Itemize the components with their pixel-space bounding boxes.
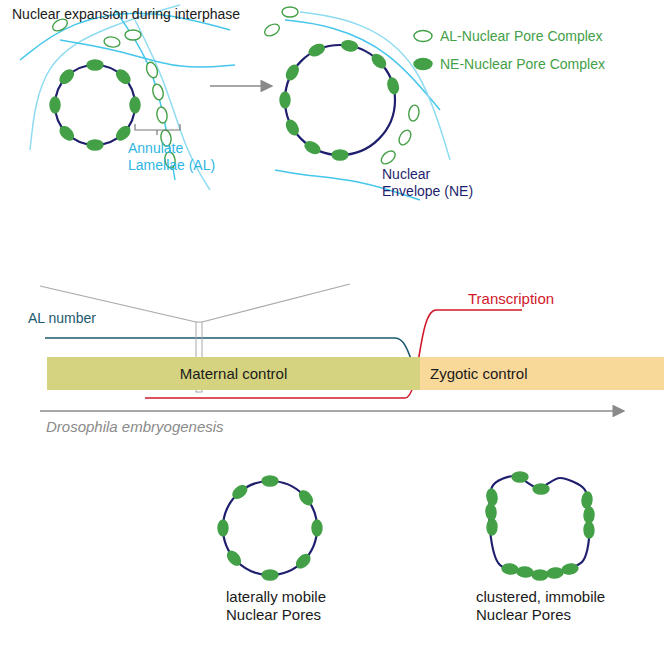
label: Nuclear Envelope (NE)	[382, 166, 492, 200]
ne-pore	[581, 492, 592, 509]
pore-nuclei	[218, 472, 594, 580]
early-nucleus	[20, 5, 272, 190]
ne-pore	[517, 567, 534, 578]
ne-pore	[218, 520, 228, 536]
ne-pore	[50, 97, 60, 113]
ne-pore	[87, 60, 103, 70]
al-pore	[103, 36, 120, 49]
label: AL number	[28, 310, 148, 327]
legend-entry: AL-Nuclear Pore Complex	[412, 28, 603, 45]
al-pore	[408, 104, 421, 121]
mobile-nucleus	[223, 481, 317, 575]
ne-pore	[584, 522, 595, 538]
ne-pore	[584, 507, 595, 523]
al-pore	[397, 128, 414, 147]
ne-pore	[303, 139, 322, 156]
label: Drosophila embryogenesis	[46, 418, 306, 436]
ne-pore	[312, 520, 322, 536]
al-pore	[145, 61, 160, 79]
al-pore	[151, 83, 165, 101]
ne-pore	[332, 150, 348, 160]
al-pore	[156, 106, 169, 123]
ne-pore	[58, 68, 76, 86]
nuclear-envelope	[285, 45, 395, 155]
label: laterally mobile Nuclear Pores	[226, 588, 376, 624]
ne-pore	[130, 97, 140, 113]
ne-pore	[297, 488, 315, 507]
ne-pore	[294, 552, 312, 570]
time-window	[196, 322, 202, 392]
lamella	[285, 20, 440, 110]
ne-pore	[487, 519, 498, 535]
ne-pore	[284, 118, 301, 137]
control-band: Zygotic control	[420, 357, 664, 390]
ne-pore	[532, 570, 548, 580]
ne-pore	[262, 570, 278, 580]
ne-pore	[512, 472, 528, 482]
ne-pore	[114, 68, 132, 86]
band-label: Maternal control	[180, 365, 288, 382]
ne-pore	[307, 42, 326, 58]
ne-pore	[114, 124, 132, 142]
ne-pore	[486, 488, 499, 505]
ne-pore	[262, 476, 278, 486]
ne-pore	[230, 483, 249, 501]
nuclear-envelope	[55, 65, 135, 145]
clustered-nucleus	[489, 476, 590, 575]
label: clustered, immobile Nuclear Pores	[476, 588, 636, 624]
progress-arrow	[210, 85, 272, 87]
band-label: Zygotic control	[430, 365, 528, 382]
label: Transcription	[468, 290, 608, 308]
control-band: Maternal control	[47, 357, 420, 390]
al-pore	[263, 22, 282, 39]
ne-pore	[87, 140, 103, 150]
ne-pore	[561, 563, 578, 576]
bracket	[135, 124, 180, 135]
ne-pore	[225, 549, 243, 568]
al-pore	[125, 30, 141, 40]
transcription-curve	[145, 310, 522, 398]
title: Nuclear expansion during interphase	[12, 6, 240, 23]
ne-pore	[58, 124, 76, 142]
legend-text: NE-Nuclear Pore Complex	[440, 56, 605, 73]
al-pore	[379, 148, 398, 166]
legend-entry: NE-Nuclear Pore Complex	[412, 56, 605, 73]
time-axis	[40, 410, 624, 412]
ne-pore	[280, 92, 290, 108]
timeline	[40, 284, 624, 411]
ne-pore	[502, 563, 519, 574]
hollow-pore-swatch	[412, 29, 434, 43]
legend-text: AL-Nuclear Pore Complex	[440, 28, 603, 45]
ne-pore	[547, 567, 564, 578]
ne-pore	[341, 40, 358, 53]
lamella	[30, 5, 180, 150]
al-number-curve	[45, 338, 512, 385]
ne-pore	[485, 504, 496, 521]
ne-pore	[284, 63, 301, 82]
label: Annulate Lamellae (AL)	[128, 140, 238, 174]
filled-pore-swatch	[412, 57, 434, 71]
ne-pore	[386, 77, 400, 95]
ne-pore	[533, 484, 549, 494]
ne-pore	[370, 52, 388, 70]
lamella	[300, 12, 450, 160]
al-pore	[282, 7, 298, 17]
